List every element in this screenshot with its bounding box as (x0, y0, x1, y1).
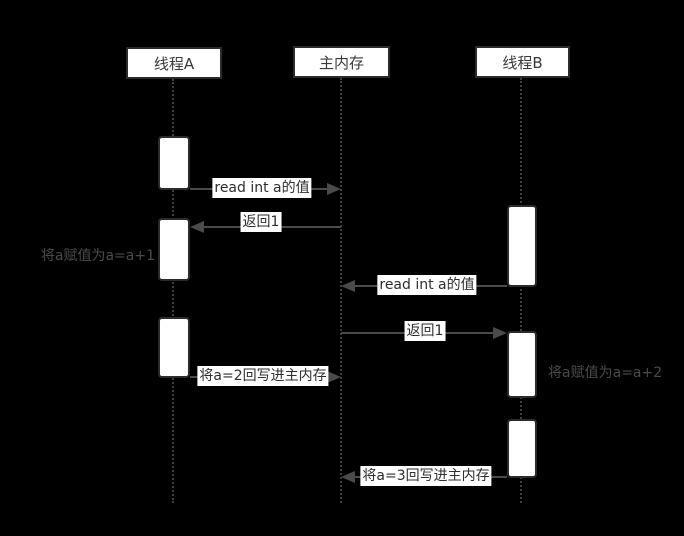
message-4-label: 返回1 (404, 321, 446, 341)
activation-thread-b-3 (507, 419, 537, 478)
message-6-label: 将a=3回写进主内存 (360, 466, 492, 486)
activation-thread-a-2 (158, 218, 190, 281)
participant-main-memory: 主内存 (293, 46, 390, 78)
activation-thread-a-1 (158, 136, 190, 190)
message-3-label: read int a的值 (377, 275, 477, 295)
message-3-arrowhead-icon (341, 280, 355, 292)
message-2-label: 返回1 (240, 212, 282, 232)
activation-thread-a-3 (158, 317, 190, 378)
participant-main-memory-label: 主内存 (318, 53, 364, 72)
message-2-arrowhead-icon (190, 221, 204, 233)
activation-thread-b-1 (507, 205, 537, 287)
message-4-arrowhead-icon (493, 327, 507, 339)
activation-thread-b-2 (507, 331, 537, 398)
annotation-thread-b-assignment: 将a赋值为a=a+2 (548, 365, 663, 381)
message-5-label: 将a=2回写进主内存 (197, 366, 329, 386)
lifeline-thread-a (172, 79, 174, 503)
annotation-thread-a-assignment: 将a赋值为a=a+1 (40, 248, 155, 264)
participant-thread-a: 线程A (126, 47, 222, 79)
participant-thread-b-label: 线程B (502, 53, 543, 72)
lifeline-thread-b (520, 78, 522, 503)
participant-thread-b: 线程B (475, 46, 570, 78)
message-6-arrowhead-icon (341, 471, 355, 483)
message-1-arrowhead-icon (327, 183, 341, 195)
message-1-label: read int a的值 (212, 178, 312, 198)
participant-thread-a-label: 线程A (153, 54, 195, 73)
message-5-arrowhead-icon (327, 371, 341, 383)
